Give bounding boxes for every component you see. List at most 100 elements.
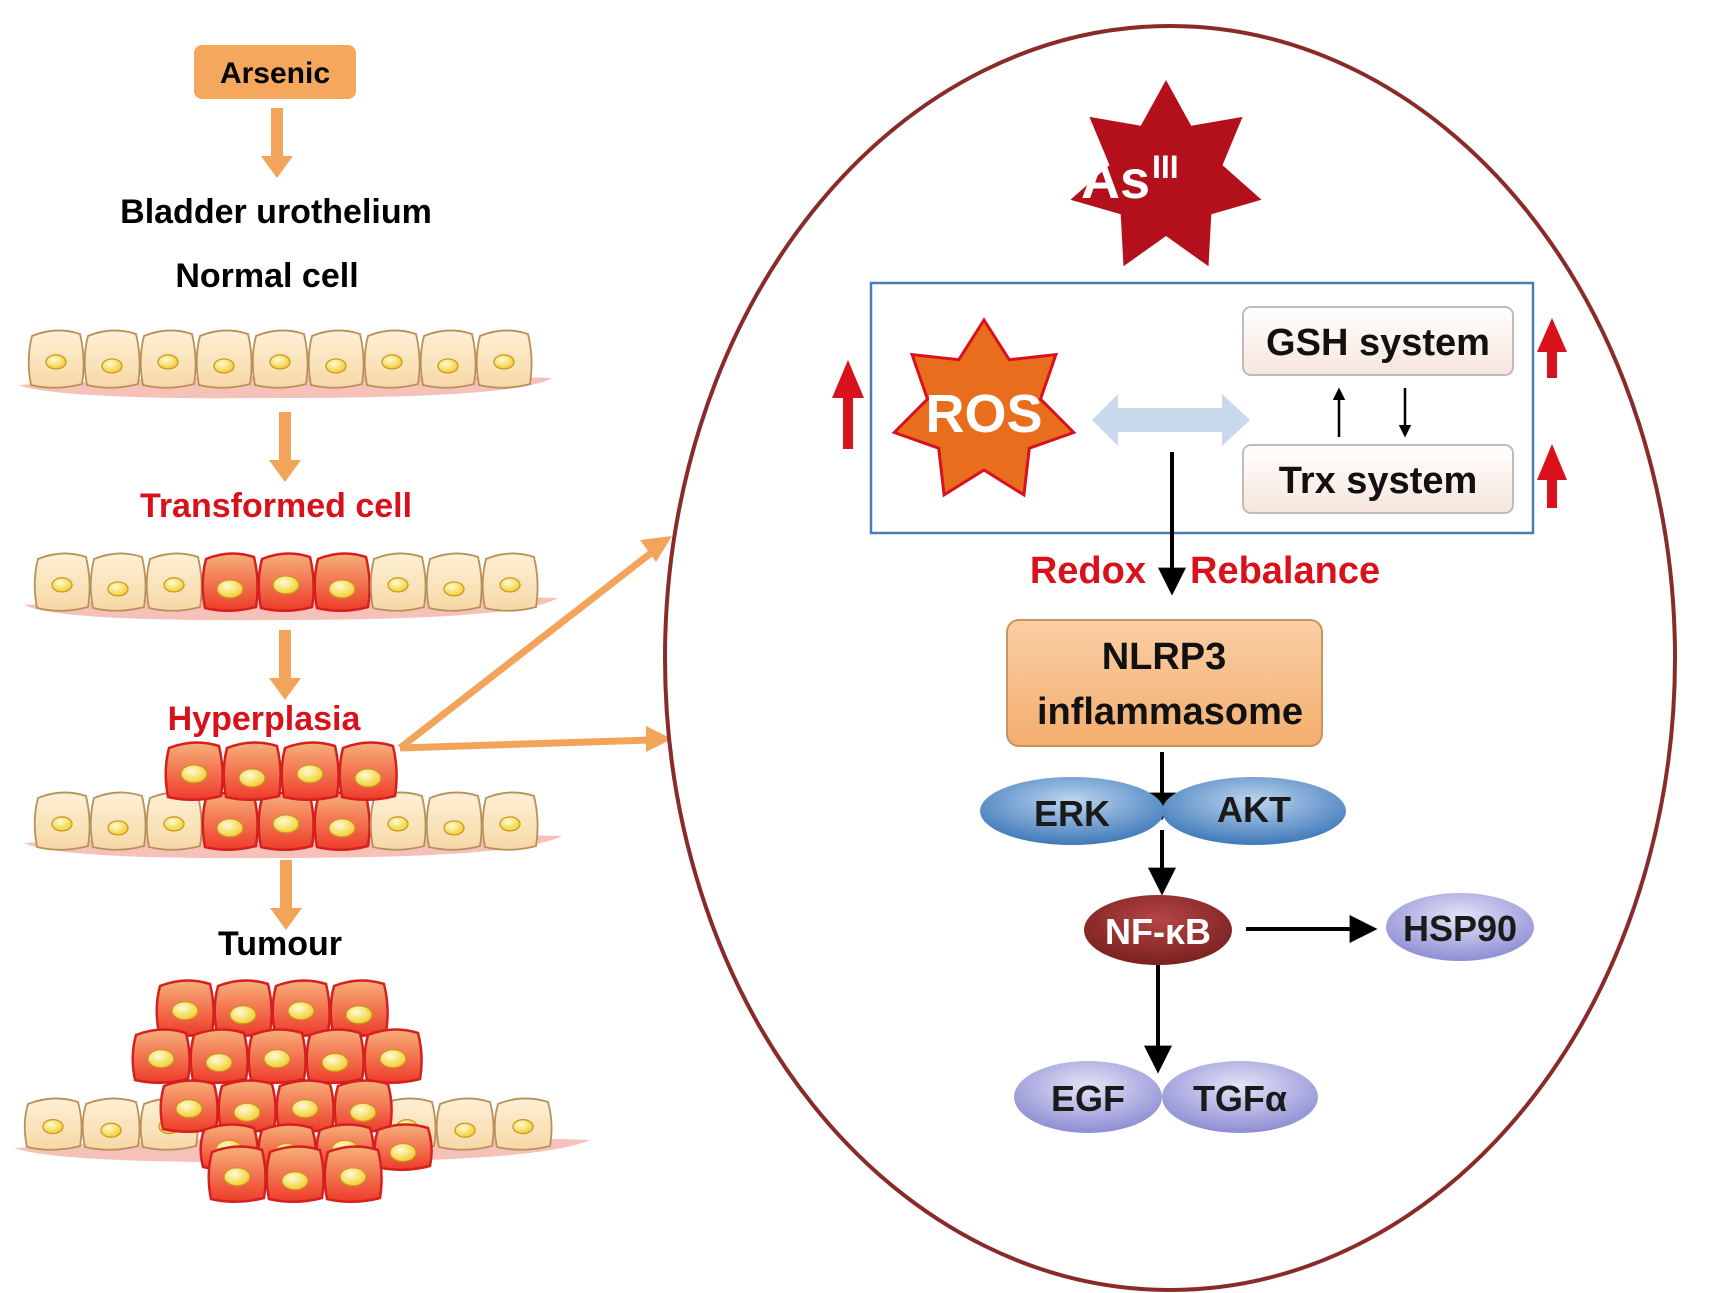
transformed-cell <box>363 1028 423 1084</box>
bladder-label: Bladder urothelium <box>120 193 432 231</box>
transformed-cell <box>265 1145 325 1203</box>
exchange-arrow <box>1092 394 1250 446</box>
egf-node: EGF <box>1014 1061 1162 1133</box>
nucleus <box>45 354 67 370</box>
transformed-cell <box>201 552 259 612</box>
normal-cell <box>425 552 483 612</box>
transformed-cell <box>280 741 340 801</box>
svg-text:As: As <box>1081 150 1150 210</box>
nucleus <box>216 818 244 838</box>
transformed-cell-label: Transformed cell <box>140 487 412 525</box>
nucleus <box>499 816 521 832</box>
transformed-cell-layer <box>24 552 558 621</box>
hsp90-node: HSP90 <box>1386 893 1534 961</box>
ros-label: ROS <box>925 384 1042 444</box>
nucleus <box>437 358 459 374</box>
normal-cell <box>493 1097 553 1151</box>
down-arrow-3 <box>269 630 301 700</box>
transformed-cell <box>271 979 331 1037</box>
nucleus <box>180 764 208 784</box>
nucleus <box>157 354 179 370</box>
down-arrow-4 <box>270 860 302 930</box>
nlrp3-inflammasome-box: NLRP3 inflammasome <box>1006 619 1323 747</box>
erk-node: ERK <box>980 777 1164 845</box>
nucleus <box>493 354 515 370</box>
redox-label: Redox <box>1030 550 1146 592</box>
nucleus <box>349 1102 377 1122</box>
nucleus <box>499 577 521 593</box>
arsenic-box: Arsenic <box>194 45 356 99</box>
normal-cell <box>195 329 253 389</box>
transformed-cell <box>164 741 224 801</box>
rebalance-label: Rebalance <box>1190 550 1380 592</box>
normal-cell <box>83 329 141 389</box>
normal-cell <box>369 552 427 612</box>
nucleus <box>163 816 185 832</box>
nucleus <box>229 1005 257 1025</box>
transformed-cell <box>189 1028 249 1084</box>
svg-text:III: III <box>1152 149 1179 185</box>
hyperplasia-label: Hyperplasia <box>168 700 362 738</box>
transformed-cell <box>313 791 371 851</box>
nucleus <box>287 1001 315 1021</box>
tumour-cell-mass <box>14 979 590 1203</box>
trx-system-box: Trx system <box>1242 444 1514 514</box>
hyperplasia-cell-layer <box>24 741 562 859</box>
normal-cell <box>307 329 365 389</box>
transformed-cell <box>247 1028 307 1084</box>
nucleus <box>171 1001 199 1021</box>
arsenic-label: Arsenic <box>220 57 330 90</box>
nucleus <box>205 1052 233 1073</box>
transformed-cell <box>155 979 215 1037</box>
nucleus <box>325 358 347 374</box>
gsh-up-arrow <box>1537 318 1567 378</box>
transformed-cell <box>329 979 389 1037</box>
normal-cell <box>363 329 421 389</box>
nucleus <box>107 820 129 836</box>
nucleus <box>51 577 73 593</box>
transformed-cell <box>373 1123 433 1171</box>
normal-cell <box>145 791 203 851</box>
nucleus <box>381 354 403 370</box>
nfkb-label: NF-κB <box>1105 911 1211 952</box>
arsenic-iii-star: As III <box>1070 80 1262 267</box>
transformed-cell <box>313 552 371 612</box>
nucleus <box>272 575 300 595</box>
nucleus <box>269 354 291 370</box>
normal-cell-layer <box>18 329 552 399</box>
normal-cell <box>435 1097 495 1151</box>
nucleus <box>223 1167 251 1187</box>
transformed-cell <box>275 1079 335 1133</box>
trx-label: Trx system <box>1279 460 1478 502</box>
transformed-cell <box>213 979 273 1037</box>
akt-node: AKT <box>1162 777 1346 845</box>
as-superscript: III <box>1152 149 1179 185</box>
nucleus <box>100 1122 122 1138</box>
normal-cell <box>425 791 483 851</box>
normal-cell <box>369 791 427 851</box>
nucleus <box>443 581 465 597</box>
normal-cell <box>89 552 147 612</box>
transformed-cell <box>222 741 282 801</box>
nucleus <box>51 816 73 832</box>
transformed-cell <box>201 791 259 851</box>
as-label: As <box>1081 150 1150 210</box>
transformed-cell <box>131 1028 191 1084</box>
normal-cell <box>481 791 539 851</box>
normal-cell <box>89 791 147 851</box>
transformed-cell <box>338 741 398 801</box>
gsh-trx-arrows <box>1332 387 1412 438</box>
nucleus <box>213 358 235 374</box>
nucleus <box>233 1102 261 1122</box>
nucleus <box>175 1098 203 1119</box>
nucleus <box>163 577 185 593</box>
nucleus <box>272 814 300 834</box>
normal-cell <box>251 329 309 389</box>
nucleus <box>387 816 409 832</box>
nucleus <box>454 1122 476 1138</box>
normal-cell <box>139 329 197 389</box>
normal-cell <box>27 329 85 389</box>
nucleus <box>263 1049 291 1069</box>
nucleus <box>147 1049 175 1069</box>
